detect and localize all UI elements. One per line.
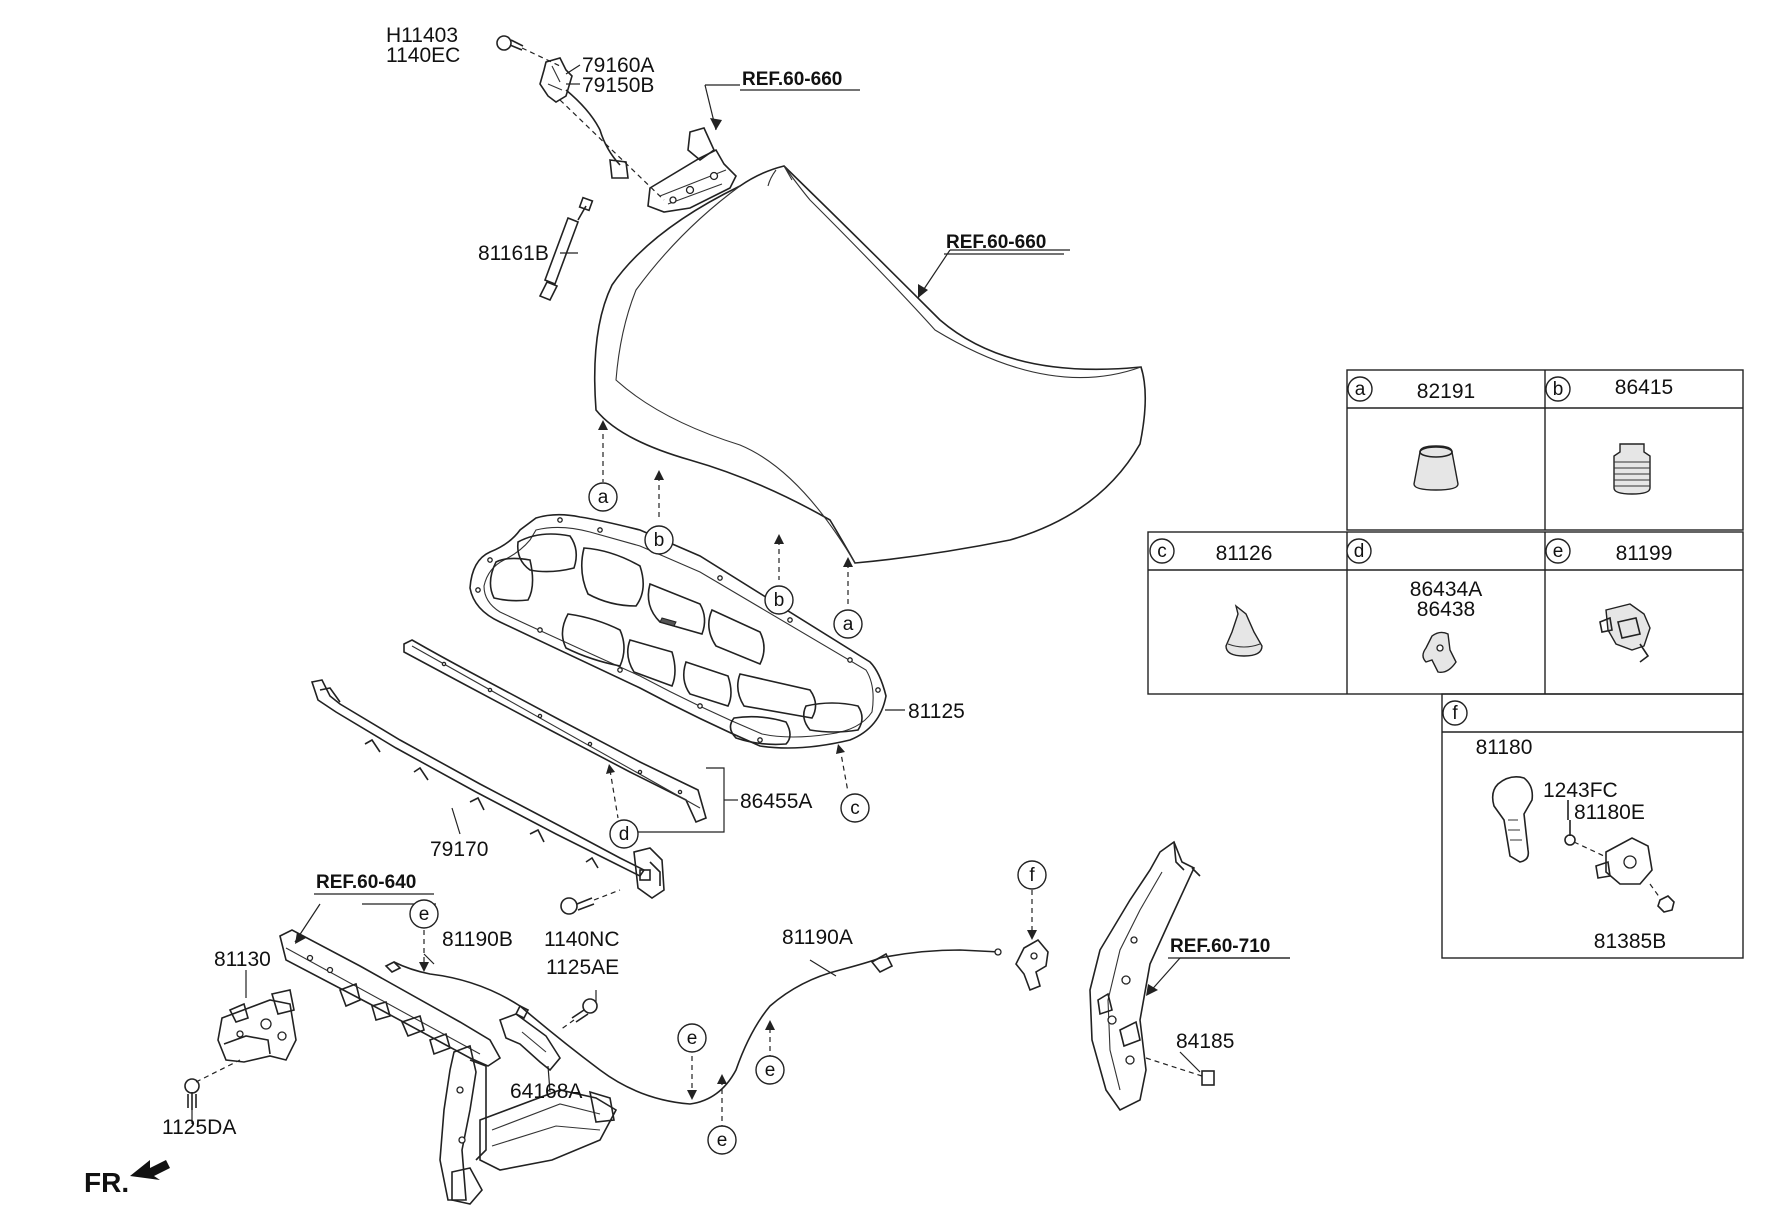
fr-label: FR. [84, 1167, 129, 1198]
label-81190a: 81190A [782, 926, 853, 949]
legend-table [1147, 369, 1744, 959]
weatherstrip-icon [310, 679, 665, 899]
plug-icon [1201, 1070, 1215, 1086]
legend-cell-b: b 86415 [1545, 376, 1673, 495]
svg-text:a: a [598, 487, 609, 508]
svg-text:a: a [1355, 379, 1366, 400]
svg-text:81199: 81199 [1616, 542, 1673, 565]
legend-cell-d: d 86434A 86438 [1346, 538, 1482, 673]
release-handle-icon [1015, 938, 1049, 992]
svg-text:b: b [1553, 379, 1564, 400]
hood-insulator-icon [469, 513, 887, 749]
bump-stop-icon [1413, 445, 1459, 491]
callout-d-1: d [609, 819, 639, 849]
lever-bracket-icon [1595, 837, 1653, 885]
label-81190b: 81190B [442, 928, 513, 951]
radiator-support-icon [279, 929, 618, 1205]
legend-cell-f: f 81180 1243FC 81180E 81385B [1442, 700, 1675, 953]
hood-latch-icon [217, 989, 297, 1063]
svg-text:e: e [1553, 541, 1564, 562]
callout-a-2: a [833, 609, 863, 639]
callout-a-1: a [588, 482, 618, 512]
front-pillar-icon [1089, 840, 1201, 1112]
label-1140ec: 1140EC [386, 44, 460, 67]
bumper-stop-icon [1613, 443, 1651, 495]
legend-cell-e: e 81199 [1545, 538, 1673, 663]
bolt-icon [184, 1059, 241, 1124]
svg-text:d: d [619, 824, 630, 845]
svg-text:f: f [1452, 703, 1458, 724]
svg-text:d: d [1354, 541, 1365, 562]
svg-text:f: f [1029, 865, 1035, 886]
callout-b-2: b [764, 585, 794, 615]
svg-text:c: c [1157, 541, 1167, 562]
ref-radiator: REF.60-640 [316, 872, 416, 893]
callout-b-1: b [644, 525, 674, 555]
hood-seal-icon [403, 639, 707, 824]
svg-text:e: e [419, 904, 430, 925]
ref-hood: REF.60-660 [946, 232, 1046, 253]
clip-icon [1225, 604, 1263, 657]
label-84185: 84185 [1176, 1030, 1234, 1053]
svg-text:1243FC: 1243FC [1543, 779, 1618, 802]
hood-hinge-icon [647, 127, 737, 213]
svg-text:e: e [717, 1130, 728, 1151]
svg-text:b: b [654, 530, 665, 551]
label-79170: 79170 [430, 838, 488, 861]
label-79150b: 79150B [582, 74, 654, 97]
svg-text:81385B: 81385B [1594, 930, 1666, 953]
cable-clip-icon [1599, 603, 1651, 663]
callout-c-1: c [840, 793, 870, 823]
legend-cell-a: a 82191 [1347, 376, 1475, 491]
svg-text:86434A: 86434A [1410, 578, 1482, 601]
release-cable-icon [384, 948, 1002, 1105]
label-64168a: 64168A [510, 1080, 582, 1103]
forward-arrow-icon [130, 1160, 170, 1180]
ref-hinge: REF.60-660 [742, 69, 842, 90]
svg-text:e: e [687, 1028, 698, 1049]
callout-e-1: e [409, 899, 439, 929]
callout-f-1: f [1017, 860, 1047, 890]
svg-text:81126: 81126 [1216, 542, 1273, 565]
bolt-icon [559, 990, 598, 1031]
bolt-icon [560, 889, 621, 915]
svg-text:e: e [765, 1060, 776, 1081]
label-81161b: 81161B [478, 242, 549, 265]
svg-text:82191: 82191 [1417, 380, 1475, 403]
callout-e-2: e [677, 1023, 707, 1053]
ref-pillar: REF.60-710 [1170, 936, 1270, 957]
legend-cell-c: c 81126 [1149, 538, 1273, 657]
hood-panel-icon [593, 165, 1147, 564]
label-86455a: 86455A [740, 790, 812, 813]
bolt-icon [1564, 800, 1605, 857]
svg-text:a: a [843, 614, 854, 635]
label-h11403: H11403 [386, 24, 458, 47]
callout-e-4: e [707, 1125, 737, 1155]
svg-text:81180E: 81180E [1574, 801, 1645, 824]
seal-clip-icon [1422, 631, 1457, 673]
hood-latch-switch-icon [539, 57, 665, 201]
svg-text:86415: 86415 [1615, 376, 1673, 399]
callout-e-3: e [755, 1055, 785, 1085]
label-1140nc: 1140NC [544, 928, 620, 951]
nut-icon [1649, 883, 1675, 913]
svg-text:c: c [850, 798, 860, 819]
cable-bracket-icon [498, 1013, 561, 1072]
label-79160a: 79160A [582, 54, 654, 77]
svg-text:81180: 81180 [1476, 736, 1533, 759]
label-1125da: 1125DA [162, 1116, 236, 1139]
bolt-icon [496, 35, 561, 67]
release-lever-icon [1491, 776, 1534, 863]
svg-text:86438: 86438 [1417, 598, 1475, 621]
label-1125ae: 1125AE [546, 956, 619, 979]
label-81130: 81130 [214, 948, 271, 971]
gas-lift-icon [538, 196, 594, 302]
label-81125: 81125 [908, 700, 965, 723]
svg-text:b: b [774, 590, 785, 611]
